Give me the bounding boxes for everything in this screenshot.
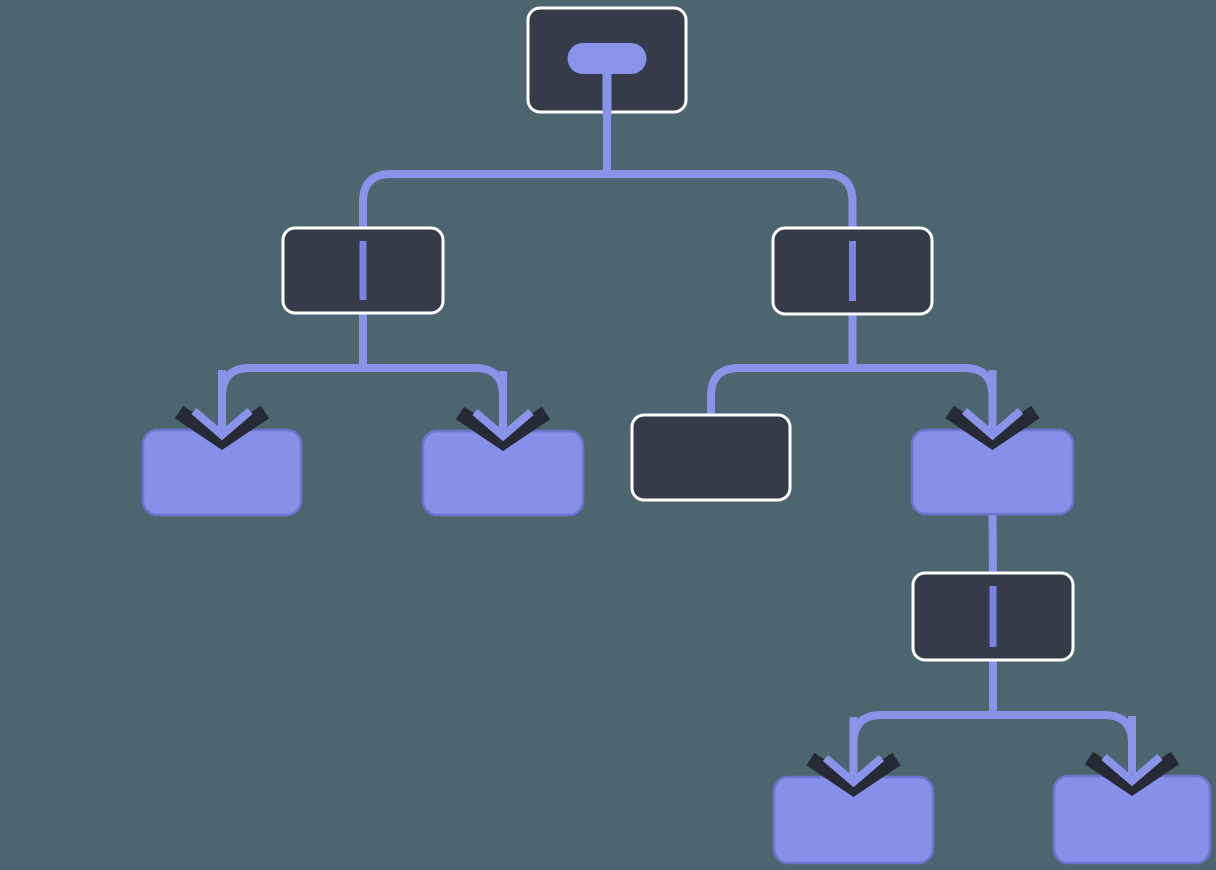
connector-root-children (359, 112, 857, 228)
arrow-down-icon-shadow (455, 406, 551, 452)
tree-node-dark-leaf[interactable] (630, 413, 792, 502)
arrow-down-icon-shadow (1084, 751, 1180, 797)
arrow-down-icon-shadow (806, 752, 901, 798)
arrow-down-icon-shadow (945, 405, 1040, 451)
arrow-down-icon (1101, 753, 1163, 787)
root-pill (567, 43, 647, 74)
arrow-down-icon-shadow (174, 405, 270, 451)
connector-purple-mid-children (988, 513, 997, 574)
arrow-down-icon (472, 408, 534, 442)
arrow-down-icon (822, 754, 885, 788)
arrow-down-icon (961, 407, 1024, 441)
arrow-down-icon (191, 407, 253, 441)
